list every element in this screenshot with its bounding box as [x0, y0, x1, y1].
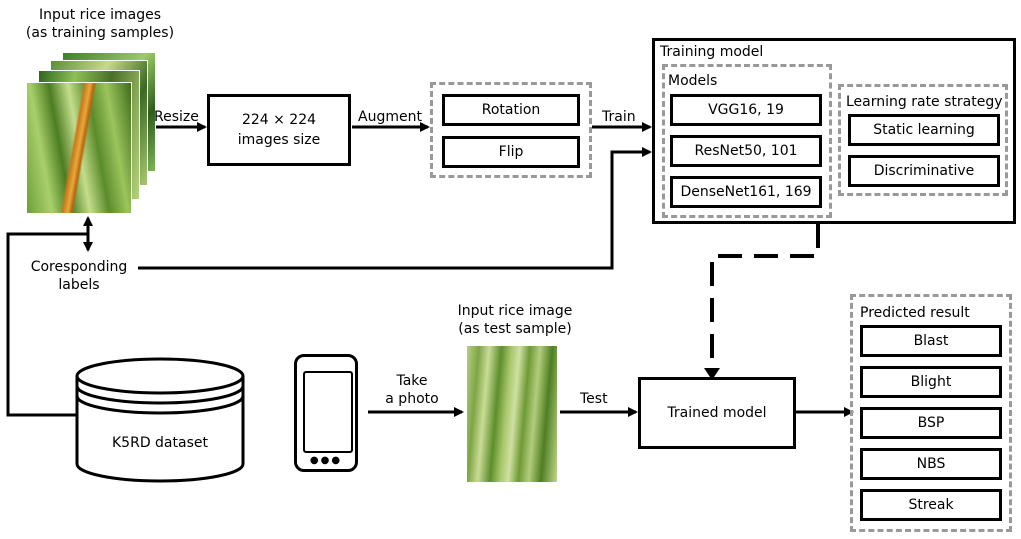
dataset-cylinder — [75, 357, 245, 483]
smartphone-dots: ●●● — [309, 455, 343, 466]
flip-box: Flip — [442, 136, 580, 168]
take-photo-line2: a photo — [385, 391, 439, 407]
result-blight: Blight — [860, 366, 1002, 398]
model-densenet: DenseNet161, 169 — [670, 176, 822, 208]
predicted-group — [850, 294, 1012, 532]
training-images-stack — [26, 52, 156, 214]
model-vgg: VGG16, 19 — [670, 94, 822, 126]
deploy-dashed-arrow — [710, 224, 820, 372]
result-nbs: NBS — [860, 448, 1002, 480]
take-photo-line1: Take — [396, 373, 428, 389]
resize-box: 224 × 224 images size — [207, 94, 351, 166]
dataset-label: K5RD dataset — [112, 435, 208, 451]
training-model-title: Training model — [660, 44, 764, 60]
resize-box-line2: images size — [237, 132, 321, 148]
resize-label: Resize — [154, 109, 199, 125]
lr-strategy-title: Learning rate strategy — [846, 94, 1003, 110]
models-title: Models — [668, 73, 718, 89]
models-group — [662, 64, 832, 218]
labels-caption: Coresponding labels — [20, 258, 138, 294]
smartphone-icon: ●●● — [294, 354, 358, 472]
lr-strategy-group — [838, 84, 1008, 196]
rotation-box: Rotation — [442, 94, 580, 126]
dataset-loop-line — [6, 232, 88, 417]
augment-label: Augment — [358, 109, 422, 125]
lr-discriminative: Discriminative — [848, 155, 1000, 187]
training-image-front — [26, 82, 132, 214]
smartphone-screen — [303, 371, 353, 453]
take-photo-caption: Take a photo — [376, 372, 448, 408]
test-label: Test — [580, 391, 608, 407]
trained-model-box: Trained model — [638, 377, 796, 449]
predicted-title: Predicted result — [860, 305, 970, 321]
input-images-caption-line1: Input rice images — [38, 7, 161, 23]
train-label: Train — [602, 109, 636, 125]
result-bsp: BSP — [860, 407, 1002, 439]
result-streak: Streak — [860, 489, 1002, 521]
test-image-caption-line1: Input rice image — [457, 303, 573, 319]
test-image — [467, 346, 557, 482]
test-image-caption: Input rice image (as test sample) — [440, 302, 590, 338]
test-image-caption-line2: (as test sample) — [458, 321, 572, 337]
input-images-caption-line2: (as training samples) — [25, 25, 175, 41]
augment-group — [430, 82, 592, 178]
resize-box-line1: 224 × 224 — [241, 112, 317, 128]
input-images-caption: Input rice images (as training samples) — [20, 6, 180, 42]
labels-caption-line2: labels — [58, 277, 100, 293]
result-blast: Blast — [860, 325, 1002, 357]
model-resnet: ResNet50, 101 — [670, 135, 822, 167]
deploy-arrowhead — [704, 368, 720, 380]
lr-static: Static learning — [848, 114, 1000, 146]
labels-caption-line1: Coresponding — [30, 259, 128, 275]
labels-arrow — [138, 147, 652, 270]
